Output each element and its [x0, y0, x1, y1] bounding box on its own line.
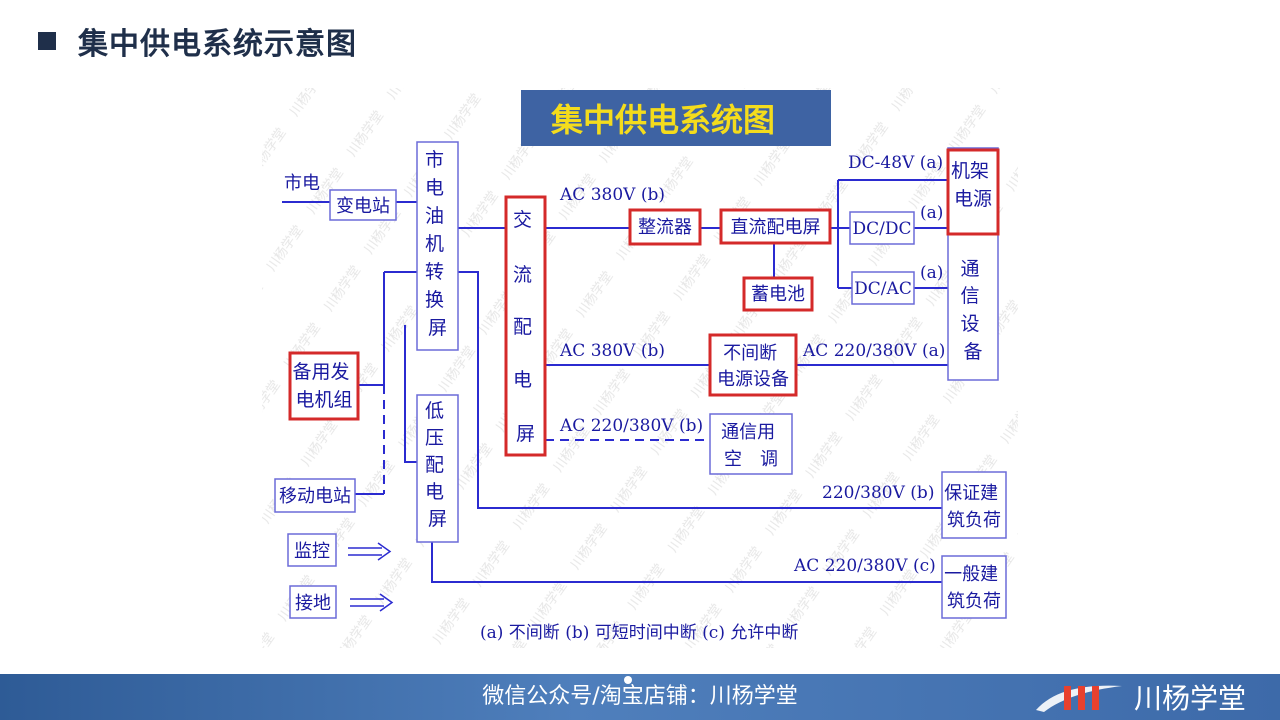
monitor-box	[287, 533, 337, 567]
monitor-arrow-icon	[348, 542, 392, 561]
highlight-boxes	[288, 148, 1000, 457]
legend-label: (a) 不间断 (b) 可短时间中断 (c) 允许中断	[480, 623, 798, 643]
switch-panel-label: 市 电 油 机 转 换 屏	[425, 149, 450, 339]
dashed-lines	[383, 385, 710, 494]
diagram-text: 市电 变电站 市 电 油 机 转 换 屏 备用发 电机组 移动电站 低 压 配 …	[279, 149, 1004, 643]
arrows	[348, 542, 394, 612]
brand-name: 川杨学堂	[1134, 682, 1247, 715]
ground-box	[289, 585, 337, 619]
power-supply-diagram: 川杨学堂 集中供电系统图	[262, 88, 1018, 648]
ac-panel-label: 交 流 配 电 屏	[513, 209, 538, 445]
diagram-header: 集中供电系统图	[550, 101, 775, 139]
ac380-mid-label: AC 380V (b)	[559, 341, 665, 361]
lv-panel-label: 低 压 配 电 屏	[425, 400, 450, 530]
line-lv-to-general	[431, 542, 942, 583]
brand: 川杨学堂	[1034, 674, 1246, 720]
dcdc-label: DC/DC	[852, 219, 911, 239]
connection-lines	[282, 179, 948, 583]
battery-box	[742, 276, 814, 312]
a2-label: (a)	[920, 263, 943, 283]
dc-panel-label: 直流配电屏	[731, 217, 821, 238]
diagram-header-banner	[521, 90, 831, 146]
switch-panel-box	[416, 141, 459, 351]
substation-label: 变电站	[336, 196, 390, 217]
ups-label: 不间断 电源设备	[717, 343, 789, 390]
brand-logo-icon	[1036, 685, 1122, 712]
guaranteed-load-label: 保证建 筑负荷	[944, 483, 1004, 531]
dc48-label: DC-48V (a)	[848, 153, 943, 173]
generator-box	[288, 351, 360, 421]
ups-box	[708, 333, 798, 397]
v220-b-label: 220/380V (b)	[822, 483, 934, 503]
general-load-box	[941, 555, 1007, 619]
comm-equipment-label: 通 信 设 备	[960, 258, 985, 363]
slide-title: 集中供电系统示意图	[38, 18, 357, 64]
guaranteed-load-box	[941, 471, 1007, 539]
mobile-station-label: 移动电站	[279, 486, 351, 507]
rack-power-label: 机架 电源	[951, 160, 995, 210]
mobile-station-box	[274, 478, 356, 513]
dc-panel-box	[719, 208, 832, 245]
line-switch-to-lv	[404, 325, 417, 463]
ac220-a-label: AC 220/380V (a)	[802, 341, 945, 361]
general-load-label: 一般建 筑负荷	[944, 564, 1004, 612]
a1-label: (a)	[920, 203, 943, 223]
ac-panel-box	[504, 195, 547, 457]
ac380-top-label: AC 380V (b)	[559, 185, 665, 205]
ac220-c-label: AC 220/380V (c)	[793, 556, 936, 576]
lv-panel-box	[416, 394, 459, 543]
node-boxes	[274, 141, 1007, 619]
monitor-label: 监控	[294, 541, 330, 562]
footer-text: 微信公众号/淘宝店铺：川杨学堂	[482, 684, 798, 709]
footer-bar: 微信公众号/淘宝店铺：川杨学堂 川杨学堂	[0, 674, 1280, 720]
ground-arrow-icon	[350, 593, 394, 612]
ground-label: 接地	[295, 593, 331, 614]
dcac-label: DC/AC	[854, 279, 912, 299]
dcac-box	[851, 271, 915, 305]
aircon-label: 通信用 空 调	[721, 422, 781, 470]
substation-box	[329, 189, 397, 221]
title-bullet-icon	[38, 32, 56, 50]
rectifier-label: 整流器	[638, 217, 692, 238]
watermark-background	[262, 88, 1018, 648]
dcdc-box	[849, 211, 915, 245]
rectifier-box	[628, 208, 702, 246]
generator-label: 备用发 电机组	[292, 361, 355, 411]
aircon-box	[709, 413, 793, 475]
city-power-label: 市电	[284, 173, 320, 194]
line-switch-to-guaranteed	[458, 271, 942, 509]
ac220-b-label: AC 220/380V (b)	[559, 416, 703, 436]
battery-label: 蓄电池	[751, 284, 805, 305]
page-title: 集中供电系统示意图	[78, 27, 357, 62]
footer-dot	[624, 676, 632, 684]
rack-power-box	[946, 148, 1000, 236]
